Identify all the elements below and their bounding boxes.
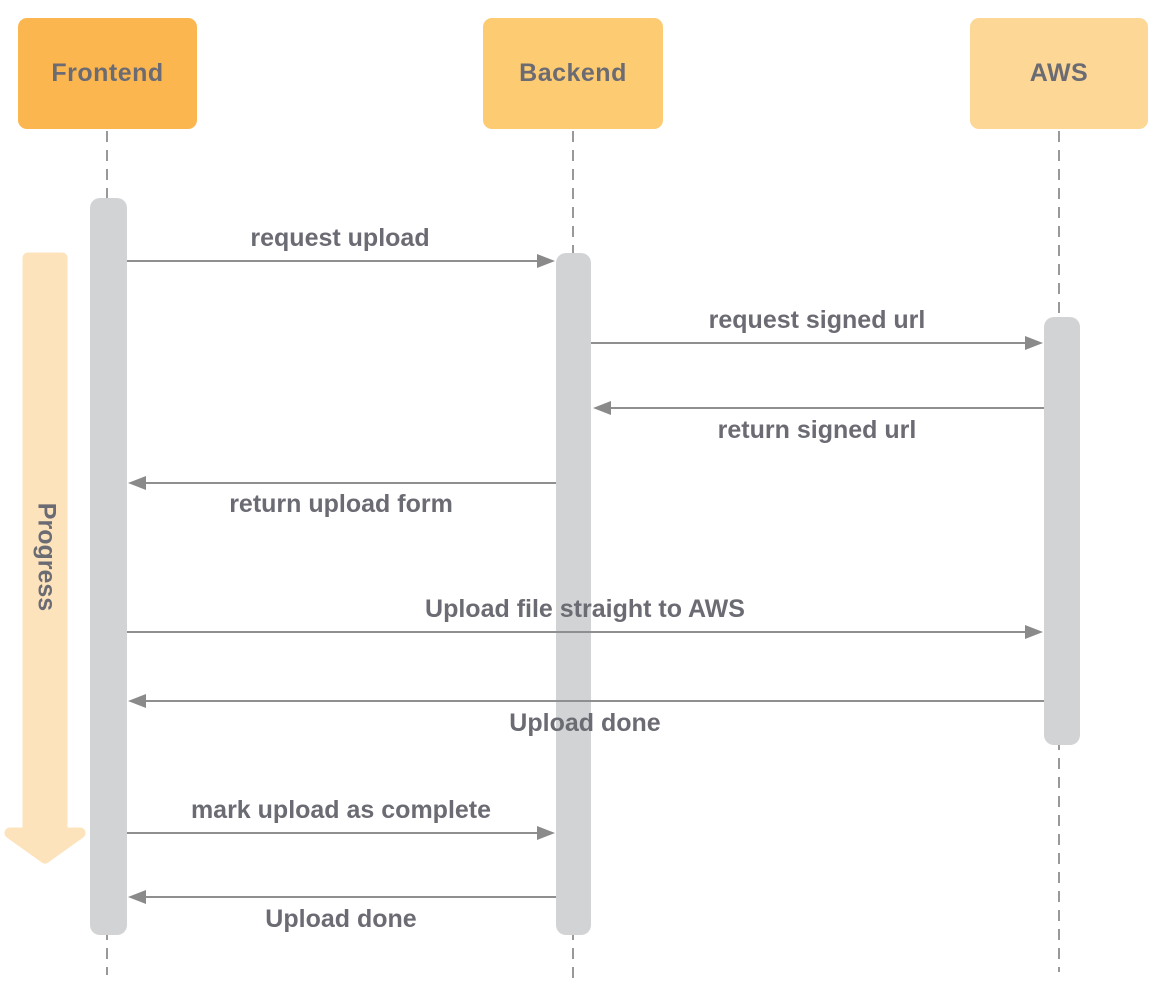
message-label-upload-done-aws: Upload done xyxy=(509,709,661,737)
message-label-return-upload-form: return upload form xyxy=(229,490,453,518)
message-label-request-signed-url: request signed url xyxy=(708,306,926,334)
arrowhead-left-icon xyxy=(128,476,146,490)
activation-bar-frontend xyxy=(90,198,127,935)
actor-frontend: Frontend xyxy=(18,18,197,129)
actor-frontend-label: Frontend xyxy=(51,59,164,87)
message-label-request-upload: request upload xyxy=(250,224,430,252)
message-label-upload-file: Upload file straight to AWS xyxy=(425,595,745,623)
arrowhead-right-icon xyxy=(537,826,555,840)
activation-bar-aws xyxy=(1044,317,1080,745)
progress-arrow-label: Progress xyxy=(32,502,61,612)
arrowhead-left-icon xyxy=(128,890,146,904)
message-label-return-signed-url: return signed url xyxy=(717,416,917,444)
actor-backend-label: Backend xyxy=(519,59,627,87)
actor-aws-label: AWS xyxy=(1029,59,1089,87)
arrowhead-left-icon xyxy=(128,694,146,708)
actor-backend: Backend xyxy=(483,18,663,129)
message-label-upload-done-backend: Upload done xyxy=(265,905,417,933)
actor-aws: AWS xyxy=(970,18,1148,129)
arrowhead-right-icon xyxy=(1025,336,1043,350)
activation-bar-backend xyxy=(556,253,591,935)
arrowhead-right-icon xyxy=(537,254,555,268)
arrowhead-left-icon xyxy=(593,401,611,415)
arrowhead-right-icon xyxy=(1025,625,1043,639)
message-label-mark-complete: mark upload as complete xyxy=(190,796,492,824)
